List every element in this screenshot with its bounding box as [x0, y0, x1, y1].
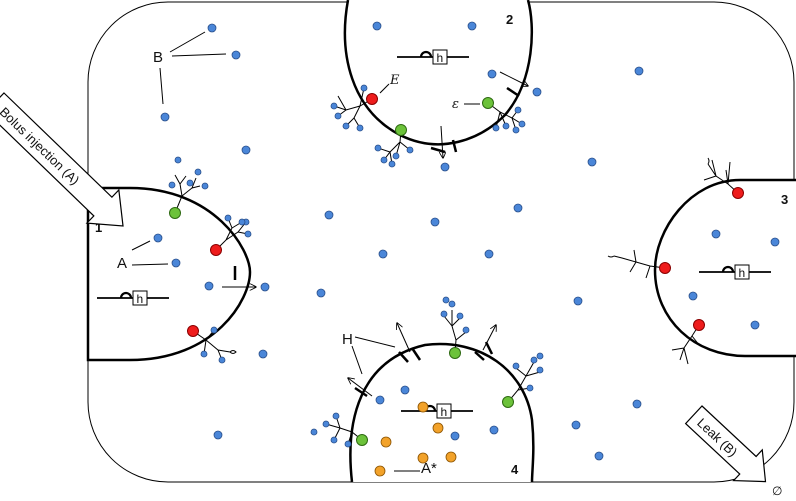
- cell-1-number: 1: [95, 220, 102, 235]
- label-A-star: A*: [421, 460, 437, 477]
- bolus-injection-arrow: Bolus injection (A): [0, 92, 124, 227]
- cell-2: 2 h E ε: [330, 0, 534, 168]
- gene-h-3: h: [697, 263, 773, 281]
- cell-4-number: 4: [511, 462, 519, 477]
- cell-3-number: 3: [781, 192, 788, 207]
- label-B: B: [153, 49, 163, 66]
- bolus-injection-label: Bolus injection (A): [0, 104, 82, 188]
- gene-h-4-label: h: [441, 405, 448, 419]
- cell-1: 1 h A: [86, 156, 256, 364]
- label-epsilon: ε: [452, 97, 459, 112]
- label-E: E: [389, 73, 400, 88]
- null-symbol: ∅: [772, 484, 782, 498]
- gene-h-2: h: [395, 48, 471, 66]
- cell-3: 3 h: [607, 157, 796, 365]
- gene-h-4: h: [399, 402, 475, 420]
- gene-h-1: h: [95, 289, 171, 307]
- label-A: A: [117, 255, 127, 272]
- cell-2-number: 2: [506, 12, 513, 27]
- label-H: H: [342, 331, 353, 348]
- gene-h-3-label: h: [739, 266, 746, 280]
- gene-h-1-label: h: [137, 292, 144, 306]
- free-molecules: [153, 21, 780, 461]
- gene-h-2-label: h: [437, 51, 444, 65]
- cell-4: 4 h A* H: [310, 296, 544, 483]
